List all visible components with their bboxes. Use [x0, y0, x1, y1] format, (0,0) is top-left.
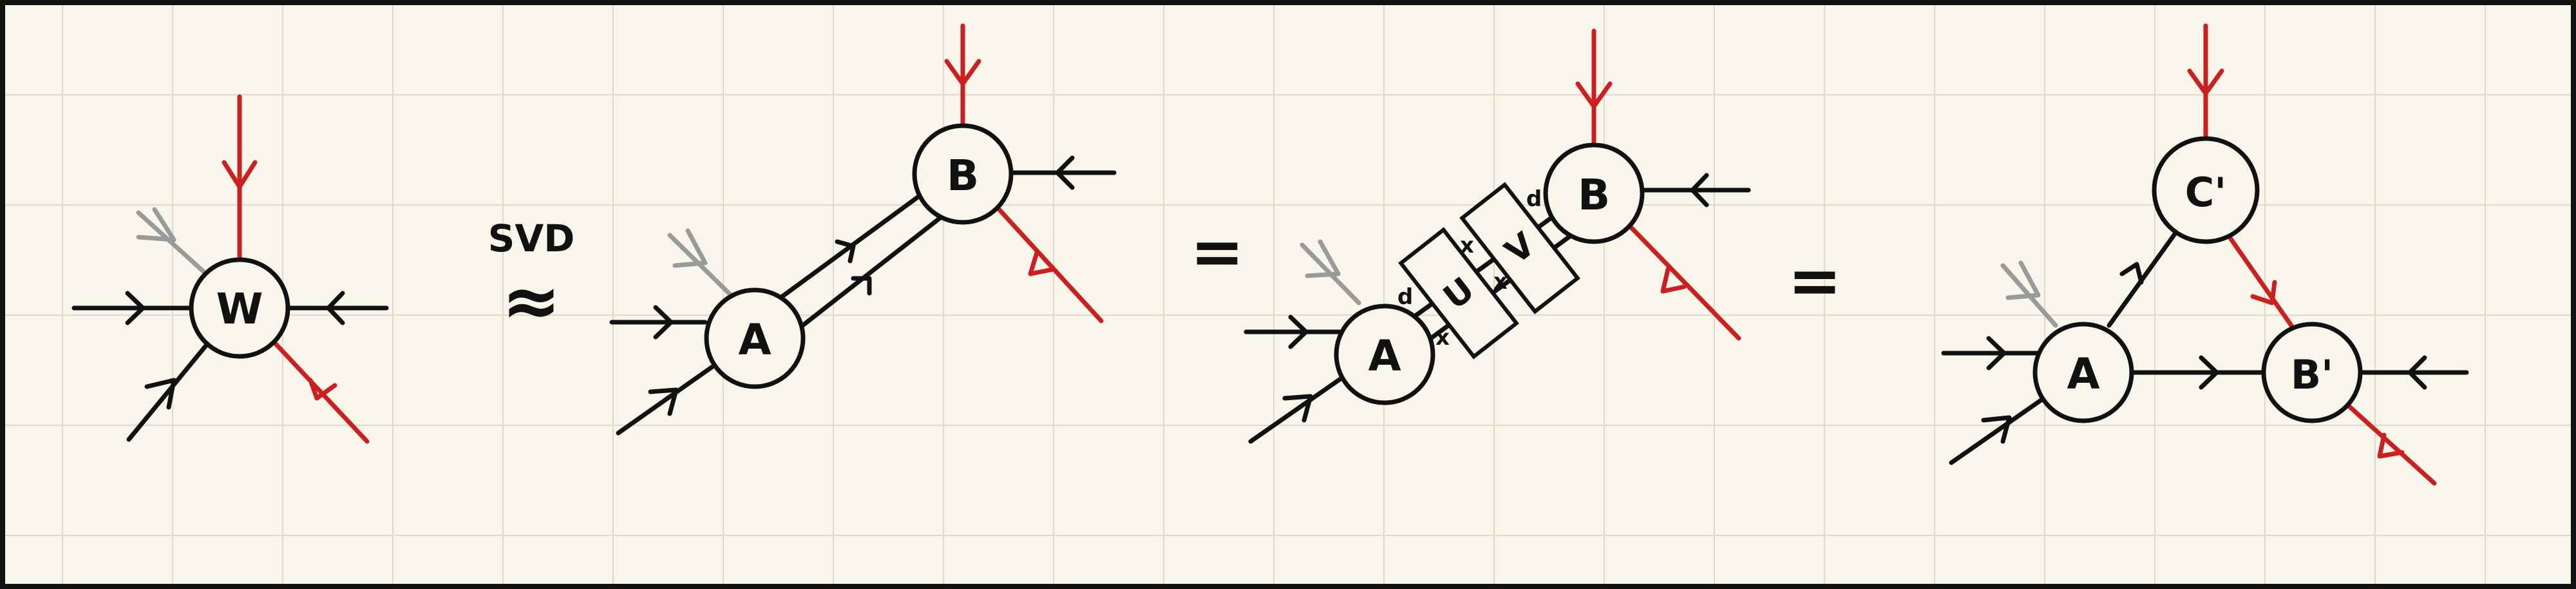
- node-c-prime: [2152, 136, 2260, 244]
- panel-svd-split: A B: [609, 23, 1117, 436]
- equals-sign-1: =: [1190, 214, 1244, 289]
- node-w-label: W: [216, 284, 263, 334]
- node-b-unitary: [1543, 142, 1645, 244]
- panel-unitary-insertion: U V x x x d d A B: [1244, 28, 1751, 444]
- mark-x1: x: [1435, 325, 1450, 351]
- svd-approx: SVD ≈: [488, 217, 575, 342]
- equals-sign-2: =: [1788, 243, 1842, 318]
- panel-w-tensor: W: [71, 94, 389, 444]
- node-a-svd-label: A: [738, 315, 771, 365]
- svd-label: SVD: [488, 217, 575, 260]
- node-c-prime-label: C': [2185, 169, 2226, 216]
- node-w: [189, 257, 290, 359]
- approx-symbol: ≈: [502, 260, 561, 342]
- mark-d2: d: [1526, 186, 1542, 212]
- mark-x2: x: [1460, 233, 1474, 258]
- node-b-prime-label: B': [2291, 351, 2333, 398]
- node-a-unitary: [1334, 304, 1435, 405]
- node-a-final: [2032, 322, 2134, 423]
- mark-x3: x: [1493, 269, 1508, 294]
- node-a-unitary-label: A: [1368, 331, 1401, 381]
- node-a-final-label: A: [2067, 349, 2099, 399]
- node-a-svd: [704, 287, 806, 389]
- node-b-svd: [912, 123, 1014, 225]
- unitary-box-u: U: [1398, 227, 1519, 360]
- node-b-svd-label: B: [947, 151, 979, 200]
- node-b-prime: [2261, 322, 2363, 423]
- unitary-box-v: V: [1459, 182, 1580, 314]
- mark-d1: d: [1397, 284, 1413, 310]
- panel-triangle-network: A C' B': [1941, 23, 2469, 486]
- node-b-unitary-label: B: [1578, 170, 1610, 220]
